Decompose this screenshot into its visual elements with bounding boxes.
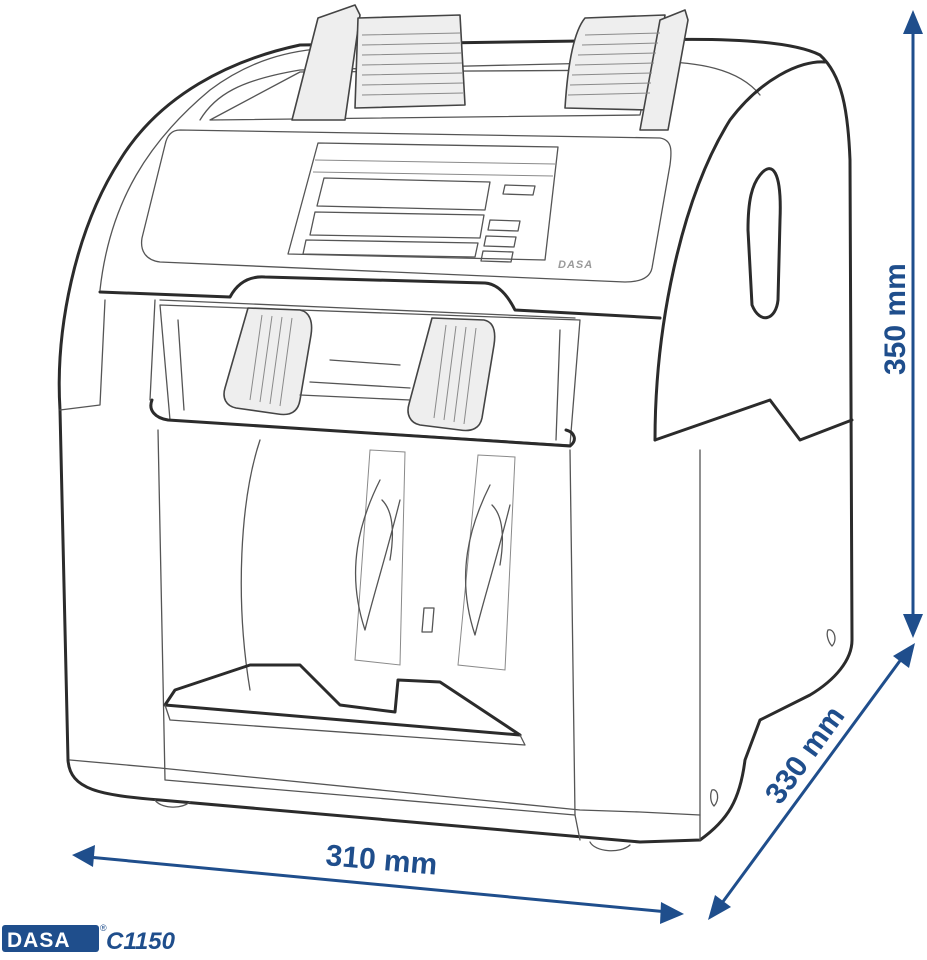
reject-tray [163, 663, 522, 737]
display-key-3 [483, 235, 517, 248]
banknote-left [354, 449, 406, 666]
foot-left [154, 799, 191, 808]
base-seam [69, 759, 701, 816]
panel-logo-text: DASA [558, 259, 593, 271]
foot-right [589, 841, 631, 852]
height-dimension: 350 mm [879, 10, 923, 638]
width-arrow-right [660, 902, 684, 924]
width-arrow-left [72, 845, 95, 867]
front-left-edge [59, 299, 106, 411]
feather-right [464, 484, 511, 636]
stacker-paddle-right [407, 317, 496, 432]
feather-left [354, 479, 401, 631]
depth-arrow-line [720, 657, 904, 904]
display-key-4 [480, 250, 514, 263]
display-row-1 [316, 177, 491, 211]
banknote-right [457, 454, 516, 671]
side-handle [746, 167, 782, 319]
height-label: 350 mm [879, 263, 912, 375]
depth-arrow-bottom [708, 895, 731, 920]
display-line-1 [314, 159, 556, 165]
side-housing-arch [653, 60, 827, 442]
brand-logo-text: DASA [7, 929, 71, 952]
display-key-1 [502, 184, 536, 196]
width-arrow-line [87, 855, 669, 914]
banknote-counter-illustration: DASA [57, 4, 854, 852]
stacker-tray-lines [299, 359, 411, 401]
stacker-paddle-left [223, 307, 313, 416]
width-label: 310 mm [324, 839, 438, 882]
top-plate-ribs [361, 32, 661, 96]
mid-ledge [98, 275, 662, 320]
stacker-lip [149, 398, 576, 448]
paddle-ribs [249, 314, 477, 425]
front-window-left-wall [240, 439, 261, 691]
depth-arrow-top [893, 643, 915, 668]
top-guide-left [291, 4, 361, 121]
depth-label: 330 mm [759, 700, 851, 810]
side-panel-bottom [653, 398, 854, 442]
top-guide-right [639, 9, 689, 131]
window-slot [421, 607, 435, 633]
brand-logo-box [2, 925, 99, 952]
display-row-3 [302, 239, 479, 258]
side-foot [826, 629, 836, 647]
front-window [157, 429, 576, 816]
display-line-2 [312, 171, 554, 177]
top-plate-right [564, 14, 666, 111]
height-arrow-top [903, 10, 923, 34]
top-hood [99, 47, 331, 291]
brand-registered-mark: ® [100, 923, 107, 933]
machine-body-outline [57, 37, 854, 844]
reject-tray-floor [164, 704, 526, 746]
mid-ledge-lower [149, 299, 576, 401]
side-screw [710, 789, 719, 807]
stacker-inner [177, 319, 561, 441]
brand-mark: DASA ® C1150 [2, 923, 176, 955]
display-key-2 [487, 219, 521, 232]
display-screen [287, 142, 559, 261]
height-arrow-bottom [903, 614, 923, 638]
display-row-2 [309, 211, 485, 239]
base-front-edge [574, 814, 581, 841]
depth-dimension: 330 mm [708, 643, 915, 920]
brand-model-text: C1150 [106, 928, 176, 955]
control-panel-bezel [140, 129, 672, 283]
width-dimension: 310 mm [72, 839, 684, 924]
